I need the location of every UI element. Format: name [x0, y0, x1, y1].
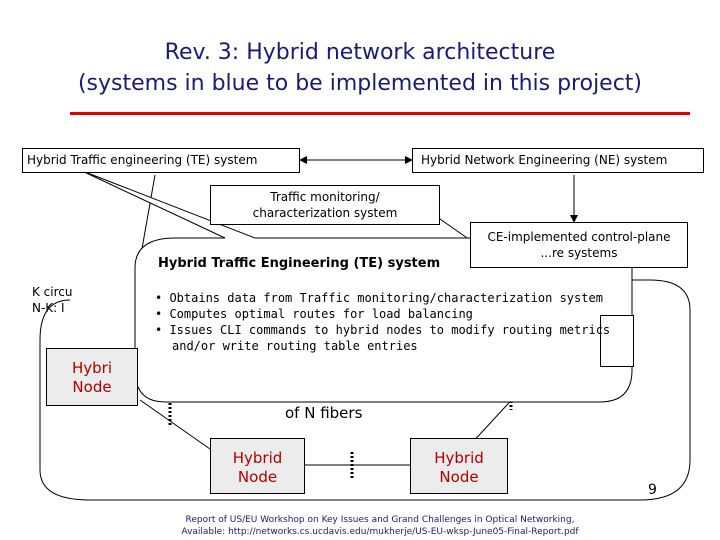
callout-bullet-3: • Issues CLI commands to hybrid nodes to…	[155, 323, 611, 337]
hybrid-node-left: Hybri Node	[46, 348, 138, 406]
hybrid-node-right-line2: Node	[439, 468, 479, 486]
te-system-box: Hybrid Traffic engineering (TE) system	[22, 148, 300, 173]
k-circuits-line2: N-K: I	[32, 301, 65, 315]
hybrid-node-center-line2: Node	[237, 468, 278, 486]
footer-line1: Report of US/EU Workshop on Key Issues a…	[185, 515, 575, 525]
hybrid-node-right: Hybrid Node	[410, 438, 508, 494]
footer-line2: Available: http://networks.cs.ucdavis.ed…	[181, 527, 579, 537]
control-plane-line2: ...re systems	[540, 246, 618, 260]
callout-bullet-2: • Computes optimal routes for load balan…	[155, 307, 473, 321]
page-number: 9	[648, 482, 657, 498]
hybrid-node-right-line1: Hybrid	[434, 449, 484, 467]
k-circuits-label: K circu N-K: I	[32, 284, 73, 316]
hybrid-node-left-line1: Hybri	[71, 359, 112, 377]
callout-continuation: and/or write routing table entries	[172, 339, 418, 353]
slide-subtitle: (systems in blue to be implemented in th…	[77, 71, 643, 96]
callout-bullets: • Obtains data from Traffic monitoring/c…	[155, 290, 610, 354]
network-cloud	[39, 279, 691, 501]
control-plane-line1: CE-implemented control-plane	[487, 230, 671, 244]
k-circuits-line1: K circu	[32, 285, 73, 299]
footer-citation: Report of US/EU Workshop on Key Issues a…	[150, 514, 610, 538]
hybrid-node-center-line1: Hybrid	[232, 449, 283, 467]
control-plane-box: CE-implemented control-plane ...re syste…	[470, 222, 688, 268]
ne-system-box: Hybrid Network Engineering (NE) system	[412, 148, 704, 173]
hidden-node-box	[600, 315, 634, 367]
title-divider	[70, 112, 690, 115]
traffic-monitoring-box: Traffic monitoring/ characterization sys…	[210, 185, 440, 225]
traffic-monitoring-line2: characterization system	[252, 206, 398, 220]
fibers-label: of N fibers	[285, 404, 363, 422]
callout-title: Hybrid Traffic Engineering (TE) system	[158, 256, 441, 271]
slide-title: Rev. 3: Hybrid network architecture	[164, 40, 556, 65]
callout-bullet-1: • Obtains data from Traffic monitoring/c…	[155, 291, 603, 305]
hybrid-node-center: Hybrid Node	[210, 438, 305, 494]
traffic-monitoring-line1: Traffic monitoring/	[270, 190, 380, 204]
hybrid-node-left-line2: Node	[72, 378, 112, 396]
